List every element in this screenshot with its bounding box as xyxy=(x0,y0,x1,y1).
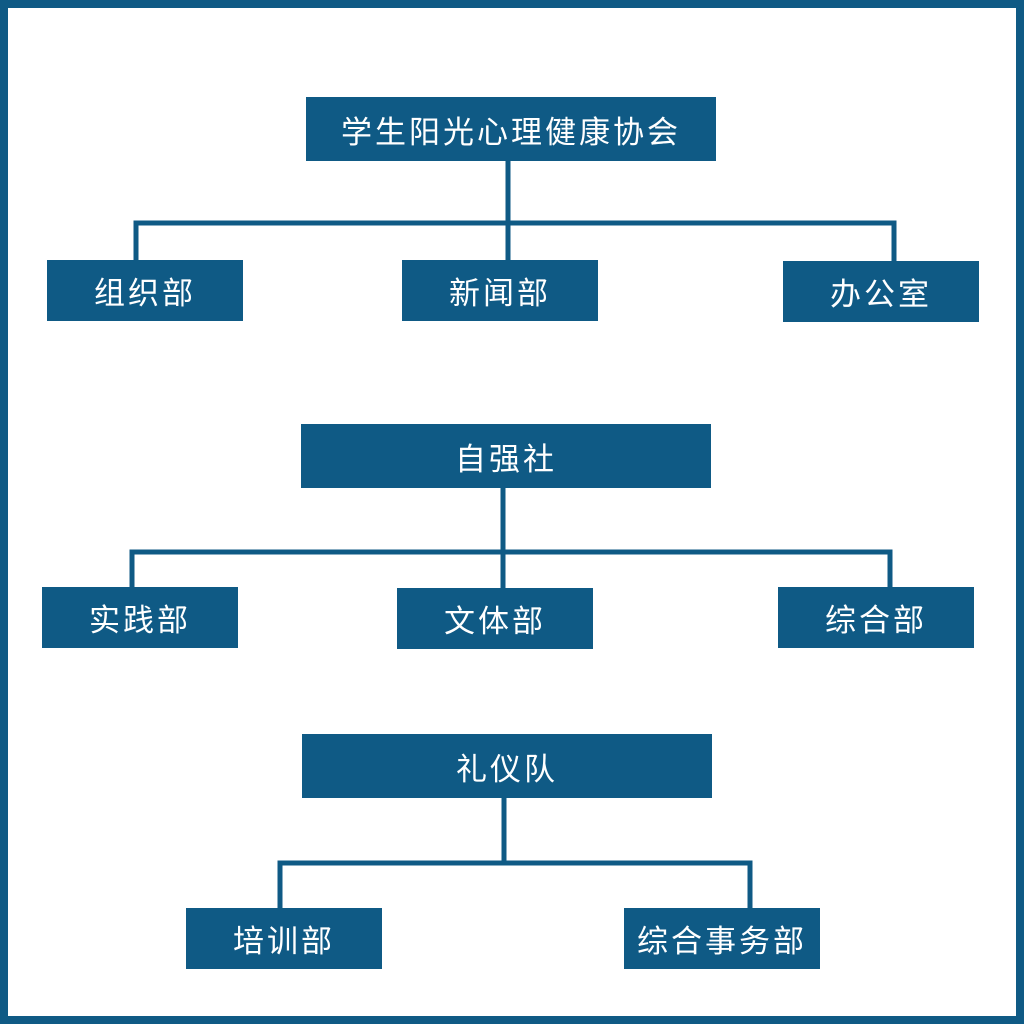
org-title-association: 学生阳光心理健康协会 xyxy=(306,97,716,161)
dept-general-affairs: 综合事务部 xyxy=(624,908,820,969)
dept-practice: 实践部 xyxy=(42,587,238,648)
dept-general: 综合部 xyxy=(778,587,974,648)
org-title-etiquette-team: 礼仪队 xyxy=(302,734,712,798)
dept-office: 办公室 xyxy=(783,261,979,322)
dept-organization: 组织部 xyxy=(47,260,243,321)
org-title-self-reliance-club: 自强社 xyxy=(301,424,711,488)
dept-culture-sports: 文体部 xyxy=(397,588,593,649)
connector-lines xyxy=(129,157,897,912)
dept-news: 新闻部 xyxy=(402,260,598,321)
dept-training: 培训部 xyxy=(186,908,382,969)
